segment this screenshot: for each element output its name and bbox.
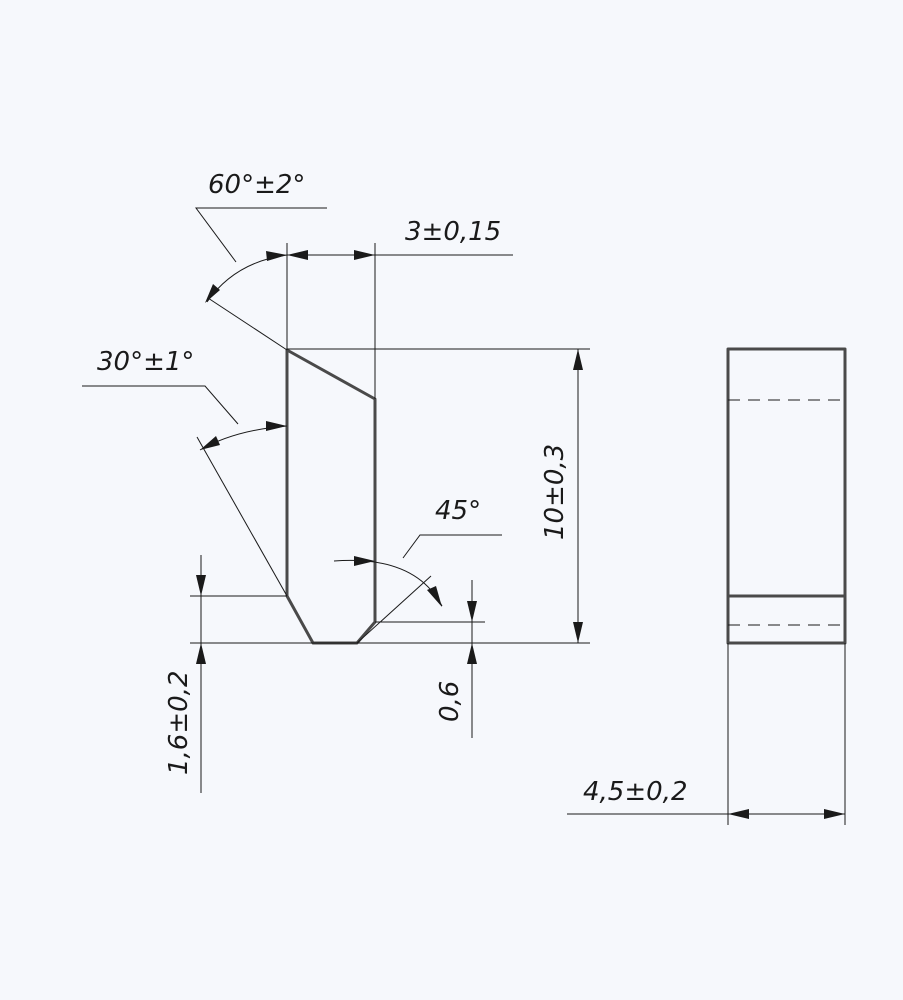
dimension-angle-60: 60°±2°	[195, 170, 327, 351]
arrowhead	[467, 601, 477, 622]
arrowhead	[205, 284, 220, 303]
front-view-outline	[285, 348, 377, 645]
arrowhead	[354, 556, 375, 566]
arrowhead	[467, 643, 477, 664]
arrowhead	[824, 809, 845, 819]
dimension-angle-45: 45°	[333, 496, 502, 644]
arrowhead	[266, 251, 287, 261]
front-view	[285, 348, 377, 645]
extension-line	[196, 436, 288, 597]
dimension-text: 30°±1°	[97, 347, 194, 377]
arrowhead	[196, 643, 206, 664]
dimension-text: 4,5±0,2	[583, 777, 687, 807]
dimension-text: 3±0,15	[405, 217, 501, 247]
dimension-height-10: 10±0,3	[190, 348, 590, 644]
extension-line	[356, 575, 432, 644]
dimension-thickness-4-5: 4,5±0,2	[567, 643, 846, 825]
side-view-outline	[726, 347, 847, 645]
dimension-angle-30: 30°±1°	[82, 347, 288, 597]
side-view	[726, 347, 847, 645]
dimension-text: 1,6±0,2	[164, 671, 194, 775]
dimension-text: 60°±2°	[208, 170, 305, 200]
arrowhead	[573, 622, 583, 643]
extension-line	[207, 297, 288, 351]
dimension-width-3: 3±0,15	[287, 217, 513, 399]
dimension-arc	[333, 559, 443, 607]
arrowhead	[573, 349, 583, 370]
dimension-text: 45°	[435, 496, 481, 526]
arrowhead	[200, 436, 220, 450]
arrowhead	[287, 250, 308, 260]
arrowhead	[266, 421, 287, 431]
dimension-arc	[206, 254, 288, 303]
dimension-chamfer-0-6: 0,6	[375, 580, 485, 738]
arrowhead	[427, 586, 442, 607]
leader-line	[82, 385, 239, 425]
dimension-height-1-6: 1,6±0,2	[164, 555, 287, 793]
arrowhead	[728, 809, 749, 819]
arrowhead	[196, 575, 206, 596]
arrowhead	[354, 250, 375, 260]
dimension-text: 0,6	[435, 681, 465, 722]
leader-line	[195, 207, 327, 263]
leader-line	[402, 534, 502, 559]
dimension-text: 10±0,3	[540, 444, 570, 540]
